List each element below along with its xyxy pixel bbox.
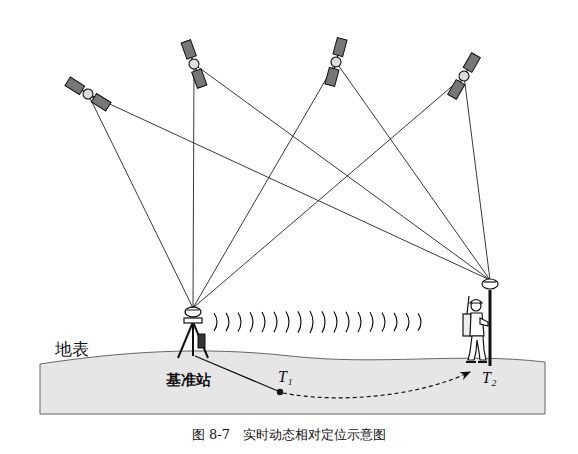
radio-wave: [262, 312, 265, 332]
radio-wave: [406, 313, 409, 331]
signal-line: [193, 62, 336, 308]
radio-wave: [226, 313, 229, 332]
radio-wave: [214, 313, 217, 331]
radio-wave: [382, 313, 385, 332]
radio-wave: [238, 313, 241, 332]
satellite-symbol: [181, 40, 207, 89]
radio-wave: [370, 312, 373, 332]
satellites: [65, 38, 480, 111]
signal-line: [193, 76, 464, 308]
radio-waves: [214, 311, 421, 333]
ground-label: 地表: [55, 340, 89, 359]
base-station: [178, 307, 208, 358]
station-label: 基准站: [166, 372, 211, 389]
radio-wave: [322, 311, 325, 333]
radio-wave: [346, 312, 349, 333]
radio-wave: [250, 312, 253, 332]
radio-wave: [298, 311, 301, 333]
signal-lines: [88, 62, 490, 308]
signal-line: [194, 64, 490, 280]
satellite-symbol: [325, 38, 347, 87]
radio-wave: [334, 312, 337, 333]
point-label: T₂: [482, 369, 496, 387]
signal-line: [193, 64, 194, 308]
signal-line: [336, 62, 490, 280]
radio-wave: [286, 312, 289, 333]
radio-wave: [274, 312, 277, 333]
signal-line: [88, 94, 193, 308]
survey-path: [283, 372, 470, 398]
signal-line: [464, 76, 490, 280]
satellite-symbol: [65, 77, 111, 111]
point-t1: [277, 389, 283, 395]
radio-wave: [394, 313, 397, 332]
rover-surveyor: [463, 279, 498, 366]
radio-wave: [310, 311, 313, 333]
figure-caption: 图 8-7 实时动态相对定位示意图: [192, 428, 386, 442]
radio-wave: [418, 313, 421, 331]
point-label: T₁: [278, 368, 292, 386]
signal-line: [88, 94, 490, 280]
radio-wave: [358, 312, 361, 332]
satellite-symbol: [448, 53, 481, 100]
